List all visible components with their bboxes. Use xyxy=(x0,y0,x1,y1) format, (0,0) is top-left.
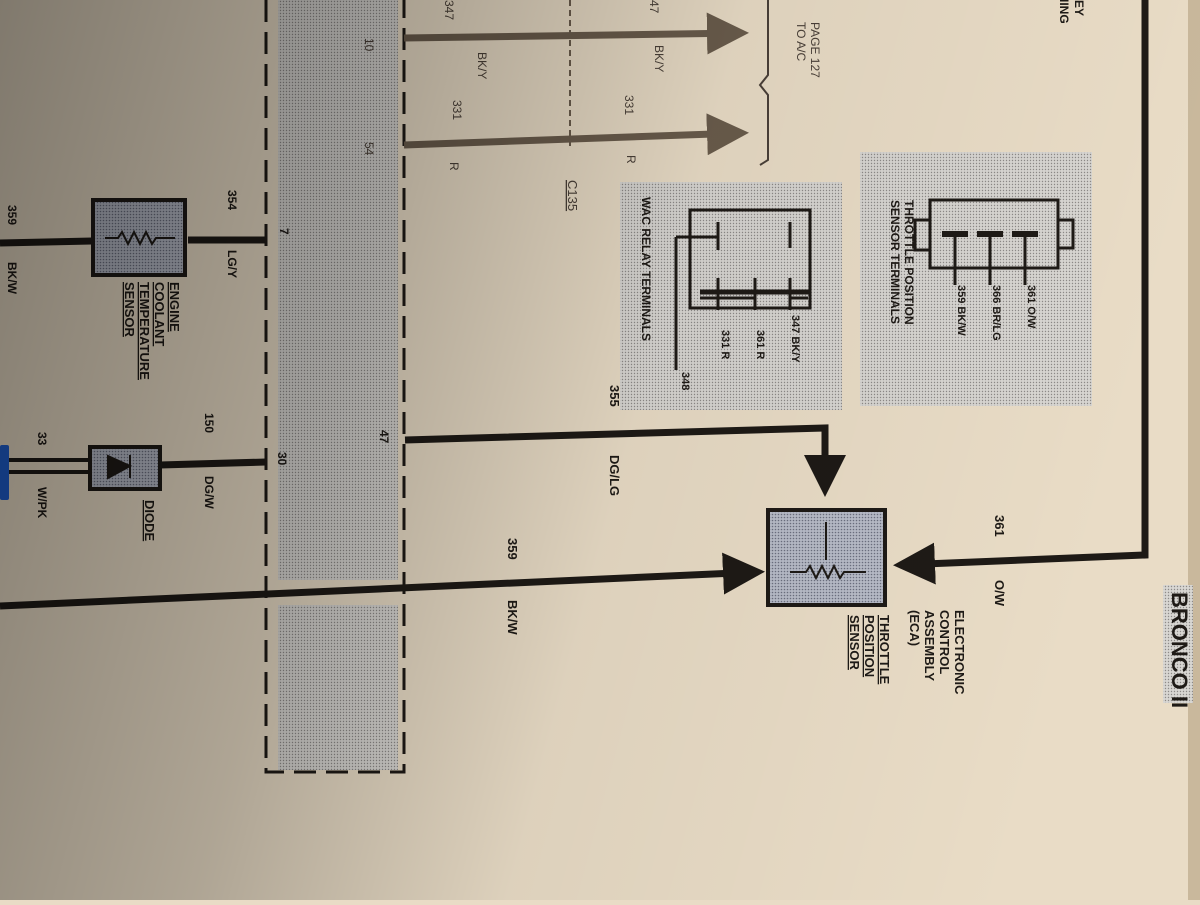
wire-331-circuit: 331 xyxy=(450,100,464,120)
connector-blue xyxy=(0,445,9,500)
wire-359-left-circuit: 359 xyxy=(5,205,19,225)
svg-text:THROTTLE: THROTTLE xyxy=(877,615,892,685)
svg-text:348: 348 xyxy=(679,372,691,390)
wac-relay-title: WAC RELAY TERMINALS xyxy=(639,197,653,341)
svg-text:361 O/W: 361 O/W xyxy=(1025,285,1037,329)
svg-text:SENSOR TERMINALS: SENSOR TERMINALS xyxy=(888,200,902,324)
svg-text:ASSEMBLY: ASSEMBLY xyxy=(922,610,937,681)
svg-text:EY: EY xyxy=(1072,0,1086,16)
svg-text:THROTTLE POSITION: THROTTLE POSITION xyxy=(902,200,916,325)
diode xyxy=(88,445,162,491)
wire-347-circuit: 347 xyxy=(442,0,456,20)
svg-text:RNING: RNING xyxy=(1057,0,1071,24)
svg-text:CONTROL: CONTROL xyxy=(937,610,952,674)
svg-text:COOLANT: COOLANT xyxy=(152,282,167,346)
wire-347-color: BK/Y xyxy=(475,52,489,79)
connector-c135-label: C135 xyxy=(565,180,580,211)
wire-359-circuit: 359 xyxy=(505,538,520,560)
svg-text:331 R: 331 R xyxy=(719,330,731,359)
eca-module xyxy=(264,0,406,774)
engine-coolant-temperature-sensor xyxy=(91,198,187,277)
eca-pin-10: 10 xyxy=(362,38,376,52)
wire-331-color: R xyxy=(447,162,461,171)
page-edge xyxy=(1188,0,1200,900)
wire-33-color: W/PK xyxy=(35,487,49,519)
eca-pin-47: 47 xyxy=(377,430,391,444)
wire-354-circuit: 354 xyxy=(225,190,239,210)
wire-355-color: DG/LG xyxy=(607,455,622,496)
wire-331-circuit-right: 331 xyxy=(622,95,636,115)
svg-text:359 BK/W: 359 BK/W xyxy=(955,285,967,336)
svg-text:347 BK/Y: 347 BK/Y xyxy=(789,315,801,363)
wire-150-circuit: 150 xyxy=(202,413,216,433)
wire-359-left-color: BK/W xyxy=(5,262,19,295)
wire-347-circuit-right: 47 xyxy=(647,0,661,14)
svg-text:PAGE 127: PAGE 127 xyxy=(808,22,822,78)
svg-text:366 BR/LG: 366 BR/LG xyxy=(990,285,1002,341)
svg-text:POSITION: POSITION xyxy=(862,615,877,677)
svg-text:SENSOR: SENSOR xyxy=(122,282,137,338)
svg-text:TO A/C: TO A/C xyxy=(794,22,808,61)
wire-359-color: BK/W xyxy=(505,600,520,635)
svg-text:ELECTRONIC: ELECTRONIC xyxy=(952,610,967,695)
wire-355-circuit: 355 xyxy=(607,385,622,407)
svg-text:361 R: 361 R xyxy=(754,330,766,359)
svg-text:(ECA): (ECA) xyxy=(907,610,922,646)
wire-150-color: DG/W xyxy=(202,476,216,509)
eca-pin-7: 7 xyxy=(277,228,291,235)
diode-label: DIODE xyxy=(142,500,157,542)
wire-331-color-right: R xyxy=(624,155,638,164)
eca-pin-30: 30 xyxy=(275,452,289,466)
wire-33-circuit: 33 xyxy=(35,432,49,446)
wire-361-color: O/W xyxy=(992,580,1007,607)
throttle-position-sensor xyxy=(766,508,887,607)
svg-text:TEMPERATURE: TEMPERATURE xyxy=(137,282,152,380)
page-title: BRONCO II xyxy=(1167,592,1192,708)
eca-pin-54: 54 xyxy=(362,142,376,156)
wire-361-circuit: 361 xyxy=(992,515,1007,537)
wire-347 xyxy=(403,12,749,55)
wire-150 xyxy=(159,458,267,469)
svg-text:SENSOR: SENSOR xyxy=(847,615,862,671)
wire-354-color: LG/Y xyxy=(225,250,239,278)
wire-347-color-right: BK/Y xyxy=(652,45,666,72)
svg-text:ENGINE: ENGINE xyxy=(167,282,182,332)
tps-terminals-title: THROTTLE POSITION SENSOR TERMINALS xyxy=(888,200,916,325)
wire-359-left xyxy=(0,237,93,247)
